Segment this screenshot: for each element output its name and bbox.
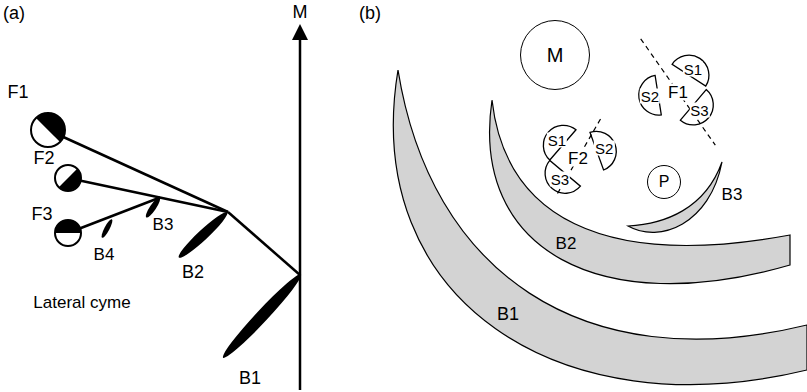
flower-circle [55,220,81,246]
bract-label: B2 [181,263,205,281]
sepal-label: S2 [594,141,614,156]
bract-leaf [100,218,114,239]
flower-label: F2 [567,150,589,167]
node-label: P [659,174,670,190]
bract-leaf [175,209,230,261]
axis-circle: M [520,20,590,90]
flower-label: F3 [30,205,53,223]
branch-line [68,178,228,212]
sepal-label: S1 [683,61,703,76]
symmetry-line [641,39,716,145]
flower-circle [55,165,81,191]
bract-shape [393,70,807,385]
bract-label: B4 [93,246,116,263]
flower-label: F1 [6,83,29,101]
sepal-label: S3 [550,172,570,187]
flower-circle [55,165,81,191]
bract-band: B2 [480,90,800,285]
sepal-label: S1 [547,132,567,147]
sepal-label: S3 [689,103,709,118]
axis-arrowhead [292,24,308,40]
flower-label: F2 [32,149,55,167]
flower-label: F1 [667,84,689,101]
pedicel-circle: P [647,165,681,199]
bract-label: B1 [238,369,262,387]
flower-circle [31,113,65,147]
bract-label: B3 [152,216,175,233]
sepal-shape [590,131,616,170]
branch-line [228,212,300,275]
node-label: M [547,45,564,65]
bract-band: B1 [380,60,807,392]
node-label: B1 [497,305,519,323]
caption-text: Lateral cyme [32,294,131,311]
bract-band: B3 [620,155,750,240]
flower-fill [55,220,81,233]
sepal-label: S2 [640,89,660,104]
node-label: B3 [722,186,743,203]
sepal-shape [639,75,662,115]
bract-shape [628,162,722,232]
branch-line [48,130,228,212]
main-axis [299,40,302,390]
bract-shape [490,100,790,284]
flower-circle [31,113,65,147]
axis-label: M [292,3,309,21]
band-outline [380,60,807,392]
panel-letter: (a) [2,4,26,22]
sepal-shape [672,55,709,86]
bract-leaf [219,270,306,362]
node-label: B2 [556,235,577,252]
panel-letter: (b) [358,4,382,22]
flower-circle [55,220,81,246]
band-outline [480,90,800,285]
